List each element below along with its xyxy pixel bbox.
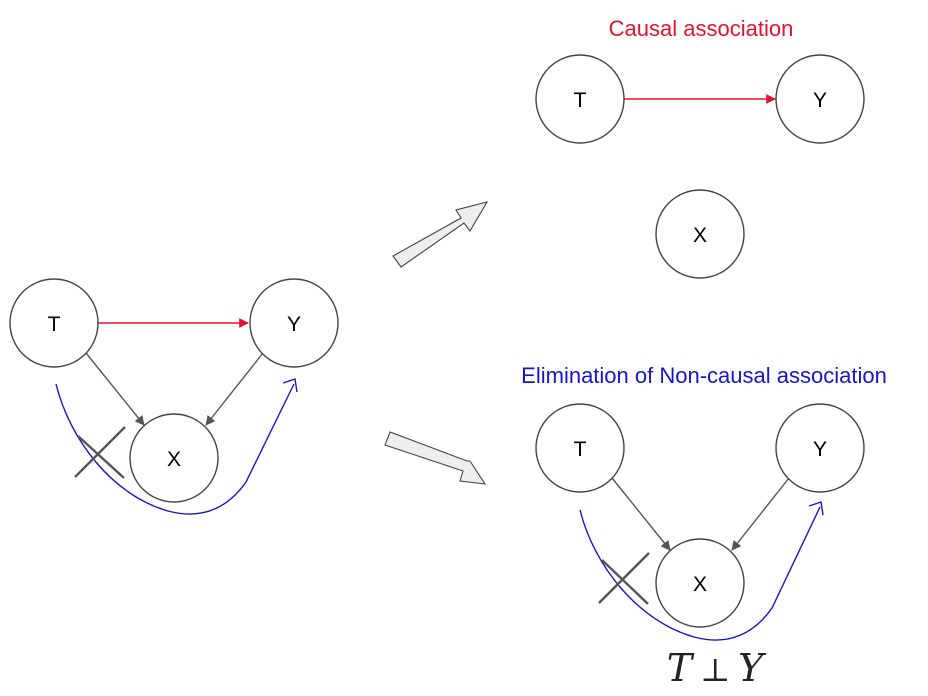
elimination-block-cross-mark xyxy=(598,552,650,605)
left-edge-y-to-x xyxy=(205,352,264,426)
causal-node-y-label: Y xyxy=(813,89,827,112)
elimination-node-t: T xyxy=(535,403,625,493)
causal-node-x-label: X xyxy=(693,224,707,247)
causal-association-title: Causal association xyxy=(608,16,794,41)
left-node-y: Y xyxy=(249,278,339,368)
block-arrow-down-right xyxy=(384,431,487,485)
causal-node-t-label: T xyxy=(574,89,587,112)
elimination-node-y: Y xyxy=(775,403,865,493)
formula-right: Y xyxy=(738,646,764,690)
elimination-title: Elimination of Non-causal association xyxy=(521,363,887,388)
independence-formula: T⊥Y xyxy=(640,646,790,690)
left-node-t-label: T xyxy=(48,313,61,336)
elimination-noncausal-path xyxy=(579,506,821,641)
left-node-y-label: Y xyxy=(287,313,301,336)
causal-graph: T Y X xyxy=(535,54,865,279)
independence-symbol: ⊥ xyxy=(700,651,731,689)
elimination-edge-t-to-x xyxy=(611,477,671,551)
left-graph: T Y X xyxy=(9,278,339,515)
elimination-node-x-label: X xyxy=(693,573,707,596)
left-edge-t-to-x xyxy=(85,352,145,426)
left-noncausal-path-arrowhead xyxy=(282,378,298,393)
left-node-x: X xyxy=(129,413,219,503)
causal-node-y: Y xyxy=(775,54,865,144)
left-block-cross-mark xyxy=(74,426,126,479)
causal-node-x: X xyxy=(655,189,745,279)
left-noncausal-path xyxy=(55,383,295,515)
formula-left: T xyxy=(666,646,693,690)
causal-node-t: T xyxy=(535,54,625,144)
elimination-node-y-label: Y xyxy=(813,438,827,461)
left-node-x-label: X xyxy=(167,448,181,471)
left-node-t: T xyxy=(9,278,99,368)
elimination-edge-y-to-x xyxy=(731,477,790,551)
block-arrow-up-right xyxy=(392,201,489,268)
elimination-node-x: X xyxy=(655,538,745,628)
elimination-node-t-label: T xyxy=(574,438,587,461)
elimination-graph: T Y X xyxy=(535,403,865,641)
elimination-noncausal-path-arrowhead xyxy=(808,501,824,516)
